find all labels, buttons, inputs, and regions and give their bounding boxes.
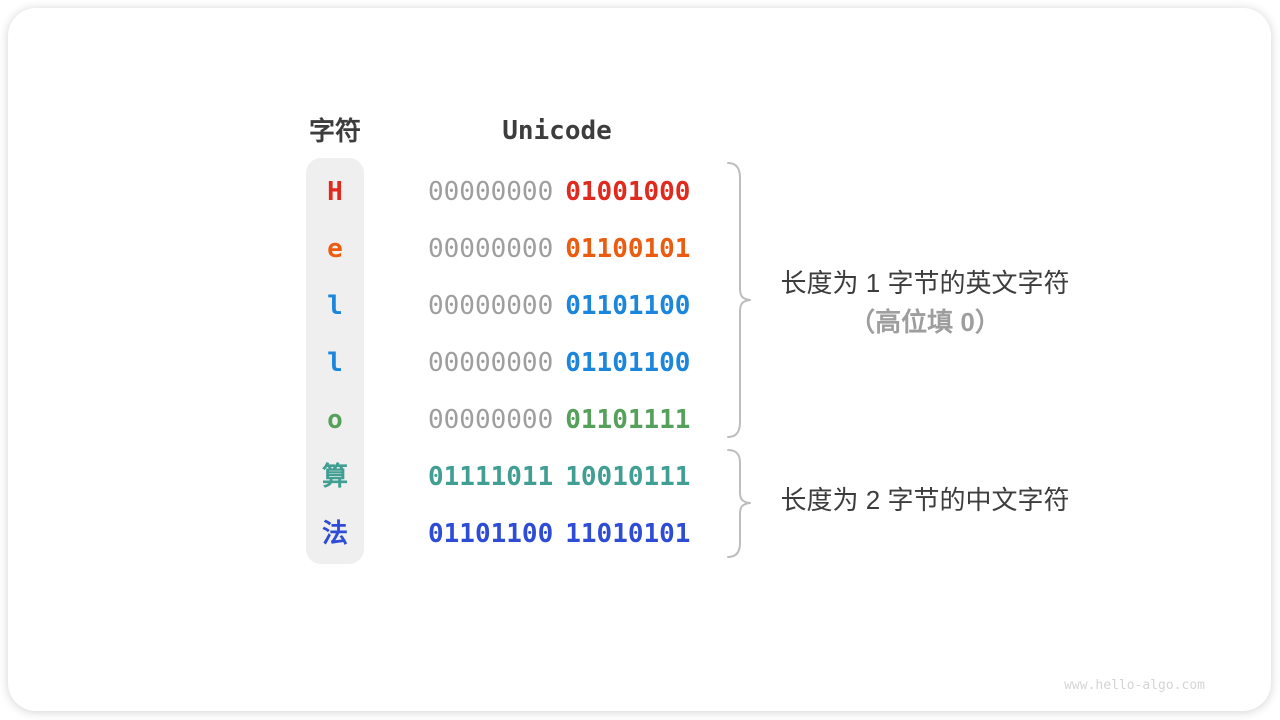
high-byte: 00000000 xyxy=(428,234,554,264)
high-byte: 01101100 xyxy=(428,519,554,549)
low-byte: 01101111 xyxy=(565,405,691,435)
low-byte: 10010111 xyxy=(565,462,691,492)
annotation-english-line2: （高位填 0） xyxy=(849,307,1001,337)
annotation-chinese: 长度为 2 字节的中文字符 xyxy=(760,481,1090,520)
unicode-binary-row: 01101100 11010101 xyxy=(428,516,690,552)
char-cell: 法 xyxy=(321,519,348,549)
unicode-column-header: Unicode xyxy=(502,116,612,146)
char-cell: l xyxy=(327,348,343,378)
unicode-binary-row: 01111011 10010111 xyxy=(428,459,690,495)
annotation-english-line1: 长度为 1 字节的英文字符 xyxy=(780,268,1070,298)
high-byte: 01111011 xyxy=(428,462,554,492)
low-byte: 01101100 xyxy=(565,291,691,321)
annotation-english: 长度为 1 字节的英文字符 （高位填 0） xyxy=(760,264,1090,342)
low-byte: 01001000 xyxy=(565,177,691,207)
char-cell: H xyxy=(327,177,343,207)
high-byte: 00000000 xyxy=(428,405,554,435)
char-cell: 算 xyxy=(321,462,348,492)
annotation-chinese-line1: 长度为 2 字节的中文字符 xyxy=(780,485,1070,515)
char-cell: l xyxy=(327,291,343,321)
low-byte: 11010101 xyxy=(565,519,691,549)
low-byte: 01100101 xyxy=(565,234,691,264)
unicode-binary-row: 00000000 01100101 xyxy=(428,231,690,267)
unicode-binary-row: 00000000 01001000 xyxy=(428,174,690,210)
unicode-binary-row: 00000000 01101100 xyxy=(428,345,690,381)
unicode-binary-row: 00000000 01101111 xyxy=(428,402,690,438)
watermark-url: www.hello-algo.com xyxy=(1064,678,1205,693)
high-byte: 00000000 xyxy=(428,348,554,378)
char-cell: o xyxy=(327,405,343,435)
unicode-binary-row: 00000000 01101100 xyxy=(428,288,690,324)
char-cell: e xyxy=(327,234,343,264)
high-byte: 00000000 xyxy=(428,177,554,207)
char-column-header: 字符 xyxy=(308,116,361,146)
high-byte: 00000000 xyxy=(428,291,554,321)
low-byte: 01101100 xyxy=(565,348,691,378)
diagram-card xyxy=(8,8,1271,711)
char-column-background xyxy=(306,158,364,564)
